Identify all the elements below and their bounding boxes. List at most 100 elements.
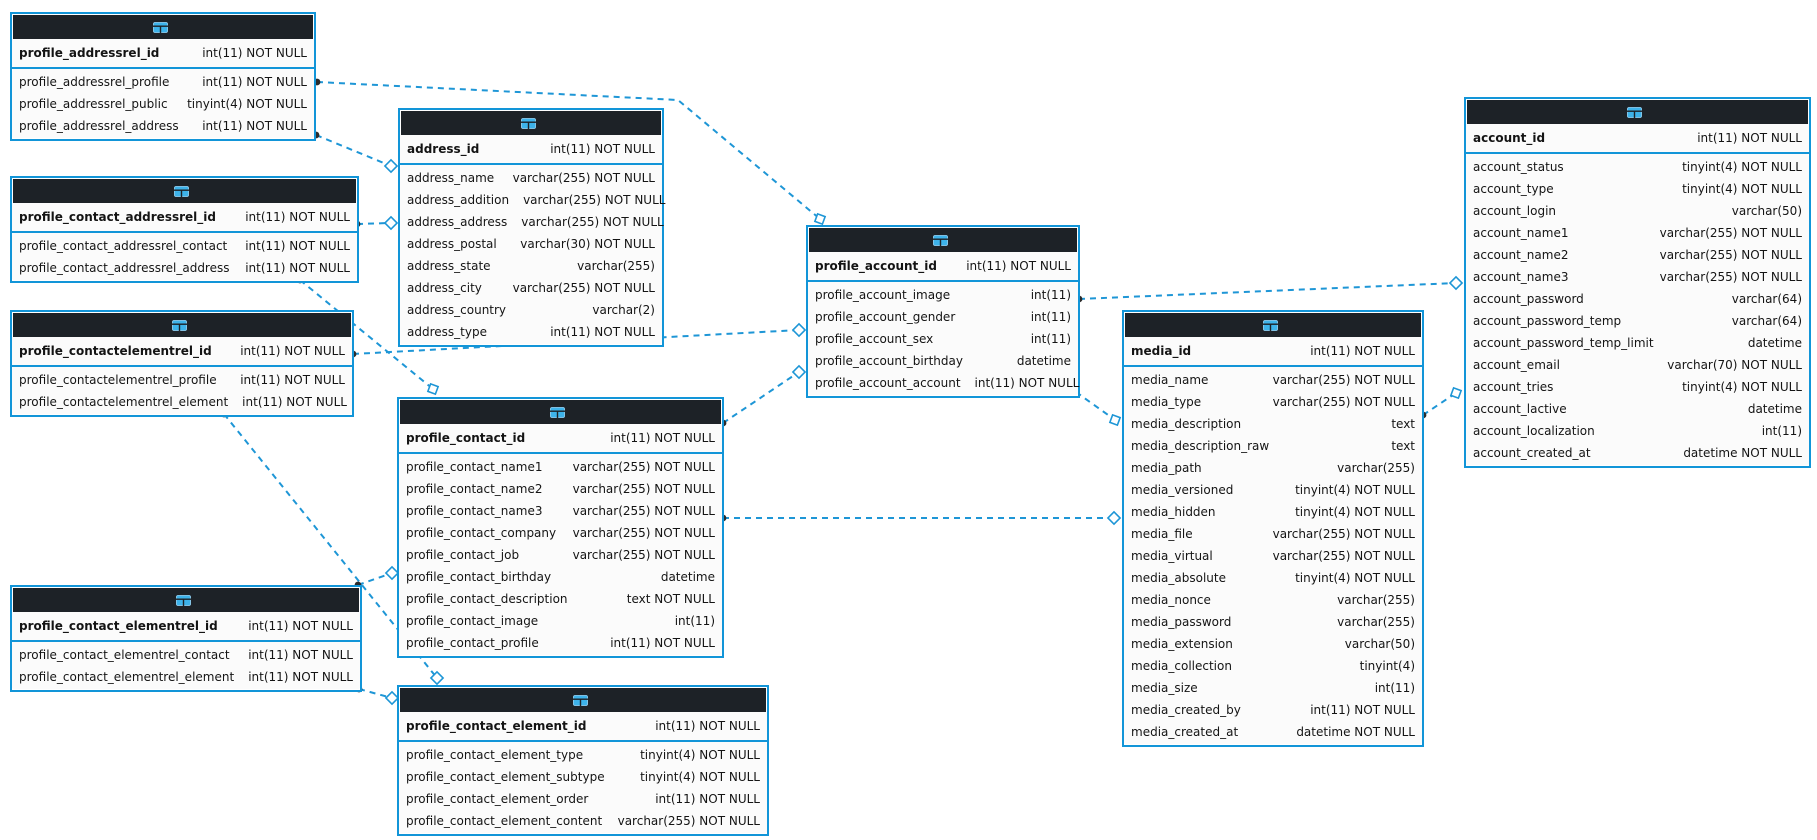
- column-row: address_addition varchar(255) NOT NULL: [400, 189, 666, 211]
- table-icon: [572, 694, 588, 706]
- table-header-profile_contact_element[interactable]: [400, 688, 766, 712]
- column-name: profile_contact_addressrel_contact: [19, 239, 228, 253]
- table-header-media[interactable]: [1125, 313, 1421, 337]
- column-name: account_lactive: [1473, 402, 1567, 416]
- relation-endpoint-square: [813, 212, 827, 226]
- table-header-profile_contact_elementrel[interactable]: [13, 588, 359, 612]
- column-type: varchar(255) NOT NULL: [572, 460, 715, 474]
- column-name: profile_contact_element_id: [406, 719, 587, 733]
- column-type: int(11) NOT NULL: [202, 46, 307, 60]
- column-type: varchar(64): [1731, 292, 1802, 306]
- column-name: profile_contact_job: [406, 548, 520, 562]
- column-type: int(11) NOT NULL: [248, 619, 353, 633]
- table-header-profile_contact_addressrel[interactable]: [13, 179, 356, 203]
- column-name: account_name3: [1473, 270, 1569, 284]
- table-header-profile_contactelementrel[interactable]: [13, 313, 351, 337]
- column-type: varchar(255) NOT NULL: [523, 193, 666, 207]
- column-name: address_addition: [407, 193, 510, 207]
- column-name: profile_contactelementrel_id: [19, 344, 212, 358]
- column-name: address_state: [407, 259, 491, 273]
- column-type: varchar(255) NOT NULL: [1272, 395, 1415, 409]
- table-icon: [152, 21, 168, 33]
- relation-media-to-account[interactable]: [1419, 386, 1463, 419]
- column-name: account_name1: [1473, 226, 1569, 240]
- table-header-address[interactable]: [401, 111, 661, 135]
- column-type: int(11) NOT NULL: [1697, 131, 1802, 145]
- relation-profile_account-to-account[interactable]: [1075, 275, 1464, 303]
- column-name: address_city: [407, 281, 482, 295]
- relation-profile_addressrel-to-address[interactable]: [312, 131, 399, 174]
- column-name: profile_contact_element_content: [406, 814, 603, 828]
- column-name: address_country: [407, 303, 507, 317]
- column-type: int(11) NOT NULL: [245, 210, 350, 224]
- column-name: account_type: [1473, 182, 1554, 196]
- relation-profile_contact-to-profile_account[interactable]: [719, 364, 807, 427]
- column-type: int(11) NOT NULL: [610, 636, 715, 650]
- column-type: int(11) NOT NULL: [245, 261, 350, 275]
- column-name: media_collection: [1131, 659, 1232, 673]
- column-type: int(11) NOT NULL: [550, 325, 655, 339]
- column-type: tinyint(4) NOT NULL: [1295, 483, 1415, 497]
- column-name: media_versioned: [1131, 483, 1234, 497]
- relation-endpoint-diamond: [1106, 510, 1122, 526]
- column-name: account_password_temp: [1473, 314, 1622, 328]
- column-name: profile_contactelementrel_element: [19, 395, 229, 409]
- table-header-profile_addressrel[interactable]: [13, 15, 313, 39]
- column-name: media_created_at: [1131, 725, 1239, 739]
- column-type: tinyint(4) NOT NULL: [1295, 571, 1415, 585]
- table-icon: [932, 234, 948, 246]
- column-type: datetime NOT NULL: [1683, 446, 1802, 460]
- relation-endpoint-diamond: [384, 565, 400, 581]
- relation-profile_contact_addressrel-to-address[interactable]: [353, 215, 399, 231]
- table-header-account[interactable]: [1467, 100, 1808, 124]
- table-header-profile_account[interactable]: [809, 228, 1077, 252]
- column-name: account_login: [1473, 204, 1557, 218]
- table-header-profile_contact[interactable]: [400, 400, 721, 424]
- relation-endpoint-diamond: [383, 215, 399, 231]
- relation-endpoint-diamond: [429, 670, 445, 686]
- column-type: int(11) NOT NULL: [202, 75, 307, 89]
- relation-profile_contact-to-media[interactable]: [719, 510, 1122, 526]
- column-name: profile_contact_image: [406, 614, 539, 628]
- column-type: text: [1391, 417, 1415, 431]
- column-name: address_id: [407, 142, 480, 156]
- relation-endpoint-diamond: [791, 364, 807, 380]
- column-name: media_absolute: [1131, 571, 1226, 585]
- column-type: tinyint(4) NOT NULL: [640, 748, 760, 762]
- table-icon: [550, 406, 565, 418]
